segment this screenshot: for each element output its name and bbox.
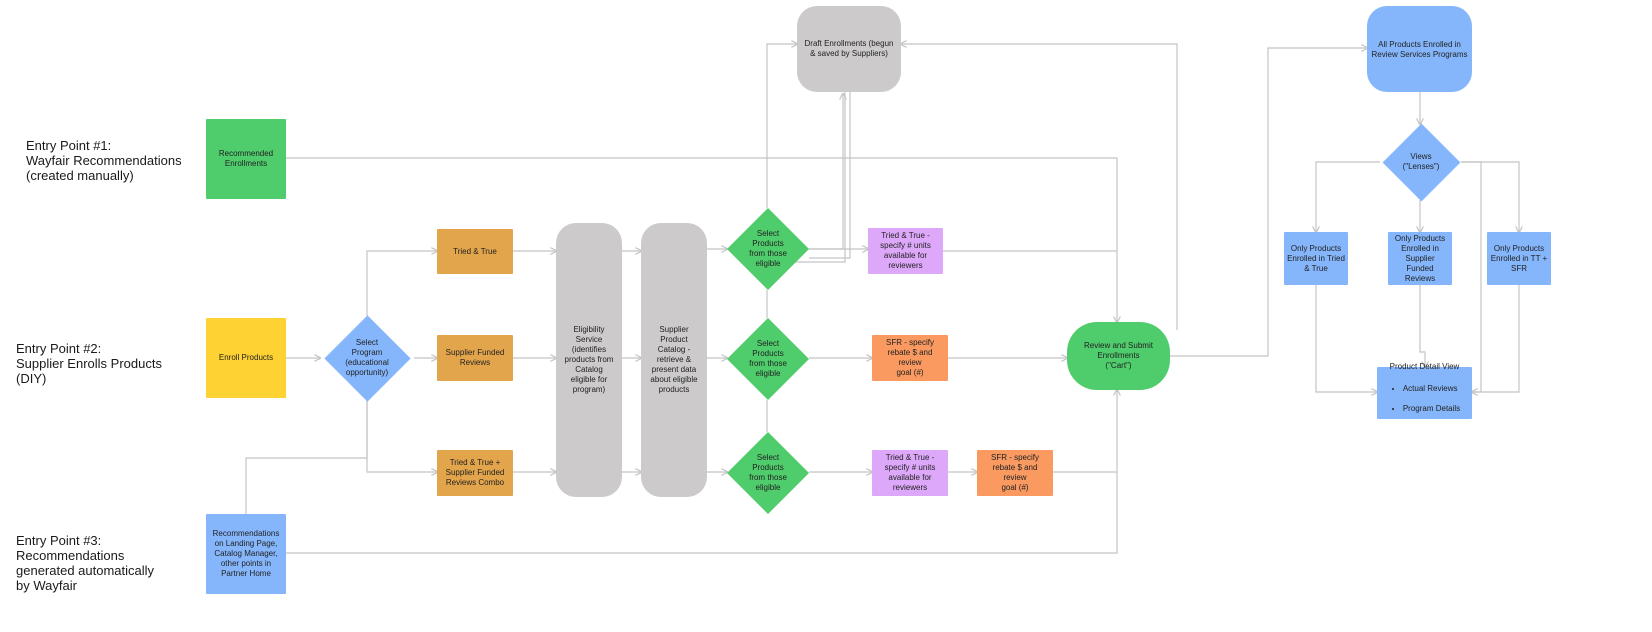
tt-specify-units-node-2: Tried & True - specify # units available… bbox=[872, 450, 948, 496]
edge-views-to-ttsfr bbox=[1461, 161, 1519, 232]
select-products-decision-3: Select Products from those eligible bbox=[726, 431, 810, 515]
product-detail-list: Actual Reviews Program Details bbox=[1389, 374, 1460, 424]
entry-point-3-label: Entry Point #3: Recommendations generate… bbox=[16, 533, 155, 593]
only-tt-lens-node: Only Products Enrolled in Tried & True bbox=[1284, 232, 1348, 285]
product-detail-title: Product Detail View bbox=[1389, 362, 1460, 371]
edge-select-to-tt bbox=[366, 251, 437, 316]
edge-landing-up bbox=[245, 400, 368, 514]
select-products-label-1: Select Products from those eligible bbox=[749, 229, 787, 268]
product-detail-item: Program Details bbox=[1403, 404, 1460, 414]
edge-views-to-pdv bbox=[1461, 161, 1482, 392]
edge-sfr-to-pdv bbox=[1419, 285, 1425, 367]
select-products-decision-1: Select Products from those eligible bbox=[726, 207, 810, 291]
select-products-label-2: Select Products from those eligible bbox=[749, 339, 787, 378]
views-lenses-decision: Views ("Lenses") bbox=[1380, 123, 1462, 201]
enroll-products-node: Enroll Products bbox=[206, 318, 286, 398]
edge-sfr2-to-review bbox=[1053, 390, 1117, 473]
edge-views-to-tt bbox=[1316, 161, 1380, 232]
views-lenses-label: Views ("Lenses") bbox=[1402, 152, 1440, 171]
edge-draft-loop-2 bbox=[809, 92, 851, 259]
edge-review-to-all bbox=[1170, 48, 1367, 357]
edge-review-to-draft bbox=[901, 44, 1178, 330]
select-products-label-3: Select Products from those eligible bbox=[749, 453, 787, 492]
tt-specify-units-node-1: Tried & True - specify # units available… bbox=[868, 228, 943, 274]
edge-sp-to-draft bbox=[766, 44, 797, 208]
select-program-decision: Select Program (educational opportunity) bbox=[320, 314, 414, 402]
edge-ttsfr-to-pdv bbox=[1472, 285, 1520, 393]
edge-rec-to-review bbox=[286, 157, 1117, 322]
tt-sfr-combo-node: Tried & True + Supplier Funded Reviews C… bbox=[437, 450, 513, 496]
select-program-label: Select Program (educational opportunity) bbox=[345, 338, 389, 377]
product-detail-view-node: Product Detail View Actual Reviews Progr… bbox=[1377, 362, 1472, 419]
sfr-specify-rebate-node-1: SFR - specify rebate $ and review goal (… bbox=[872, 335, 948, 381]
review-submit-node: Review and Submit Enrollments ("Cart") bbox=[1067, 322, 1170, 390]
tried-true-node: Tried & True bbox=[437, 229, 513, 274]
supplier-product-catalog-node: Supplier Product Catalog - retrieve & pr… bbox=[641, 223, 707, 497]
edge-landing-to-review bbox=[286, 472, 1118, 554]
only-sfr-lens-node: Only Products Enrolled in Supplier Funde… bbox=[1388, 232, 1452, 285]
all-products-enrolled-node: All Products Enrolled in Review Services… bbox=[1367, 6, 1472, 92]
recommended-enrollments-node: Recommended Enrollments bbox=[206, 119, 286, 199]
edge-select-to-combo bbox=[366, 400, 437, 472]
product-detail-item: Actual Reviews bbox=[1403, 384, 1460, 394]
sfr-specify-rebate-node-2: SFR - specify rebate $ and review goal (… bbox=[977, 450, 1053, 496]
entry-point-2-label: Entry Point #2: Supplier Enrolls Product… bbox=[16, 341, 162, 386]
only-tt-sfr-lens-node: Only Products Enrolled in TT + SFR bbox=[1487, 232, 1551, 285]
eligibility-service-node: Eligibility Service (identifies products… bbox=[556, 223, 622, 497]
draft-enrollments-node: Draft Enrollments (begun & saved by Supp… bbox=[797, 6, 901, 92]
supplier-funded-reviews-node: Supplier Funded Reviews bbox=[437, 335, 513, 381]
recommendations-landing-node: Recommendations on Landing Page, Catalog… bbox=[206, 514, 286, 594]
select-products-decision-2: Select Products from those eligible bbox=[726, 317, 810, 401]
entry-point-1-label: Entry Point #1: Wayfair Recommendations … bbox=[26, 138, 182, 183]
edge-tt-to-pdv bbox=[1315, 285, 1377, 392]
